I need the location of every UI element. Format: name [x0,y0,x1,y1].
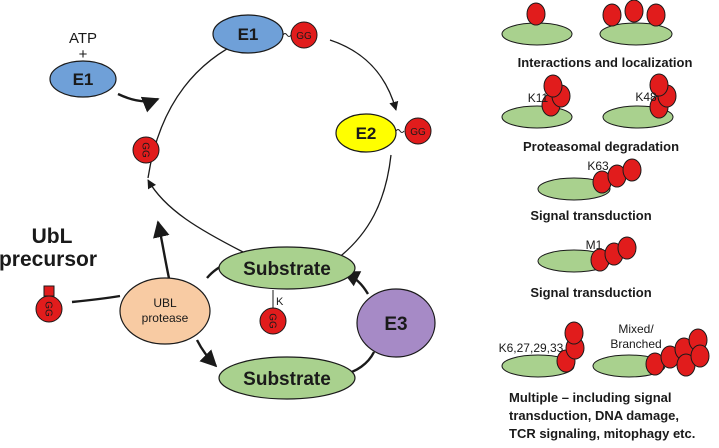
caption-multiple-line2: transduction, DNA damage, [509,408,679,423]
ubl-mono [526,2,546,26]
substrate-mono [501,22,573,46]
precursor-label-line2: precursor [0,248,97,271]
substrate-bottom-label: Substrate [243,369,331,390]
linkage-k48: K48 [635,90,657,104]
ubl-k48-3 [649,73,669,97]
substrate-k11 [501,105,573,129]
arrow-e1-to-e2 [329,39,399,111]
linkage-mixed-line1: Mixed/ [618,322,654,336]
conjugation-cycle: ATP + E1 E1 GG E2 GG GG Substrate K GG S… [0,14,436,400]
precursor-ubl-label: GG [43,301,54,317]
e1-label: E1 [238,25,259,44]
e3-node [356,288,436,358]
caption-signal-1: Signal transduction [530,208,651,223]
chain-row-m1: M1 Signal transduction [530,236,652,300]
ubl-m1-3 [617,236,637,260]
ubl-atyp-3 [564,321,584,345]
e2-thioester-bond [395,129,405,133]
e2-node [335,113,397,153]
ubl-k63-3 [622,158,642,182]
ubl-mixed-6 [690,344,710,368]
chain-row-k63: K63 Signal transduction [530,158,652,223]
free-ubl [132,136,160,164]
e2-ubl [404,117,432,145]
linkage-atypical: K6,27,29,33 [499,341,564,355]
linkage-k11: K11 [528,91,549,105]
e1-node [212,14,284,54]
ubl-multi-3 [646,3,666,27]
chain-row-atypical: K6,27,29,33 Mixed/ Branched Multiple – i… [499,321,710,441]
linkage-mixed-line2: Branched [610,337,661,351]
e1-ubl [290,21,318,49]
substrate-top-label: Substrate [243,259,331,280]
chain-row-degradation: K11 K48 Proteasomal degradation [501,73,679,154]
free-ubl-label: GG [140,142,151,158]
substrate-bottom-node [218,356,356,400]
arrow-to-free-ubl [147,179,244,253]
linkage-m1: M1 [586,238,603,252]
ubl-k11-3 [543,74,563,98]
caption-multiple-line1: Multiple – including signal [509,390,672,405]
chain-row-monoubiquitination: Interactions and localization [501,0,693,70]
substrate-multi-mono [599,22,673,46]
caption-multiple-line3: TCR signaling, mitophagy etc. [509,426,695,441]
plus-label: + [79,46,88,63]
e1-thioester-bond [282,33,292,37]
substrate-top-node [218,246,356,290]
arrow-protease-to-cycle [153,220,172,284]
caption-interactions: Interactions and localization [518,55,693,70]
arrow-activation [117,92,160,113]
attached-ubl-label: GG [267,313,278,329]
precursor-tail [43,285,55,297]
chain-type-panel: Interactions and localization K11 K48 Pr… [499,0,710,441]
ubl-multi-1 [602,3,622,27]
protease-label-line1: UBL [153,296,177,310]
ubl-multi-2 [624,0,644,23]
line-precursor-to-protease [71,294,121,304]
protease-label-line2: protease [142,311,189,325]
linkage-k63: K63 [587,159,609,173]
e1-free-label: E1 [73,70,94,89]
caption-signal-2: Signal transduction [530,285,651,300]
precursor-label-line1: UbL [32,225,73,248]
e1-free-node [49,60,117,98]
arrow-ubl-to-e1 [147,39,245,179]
substrate-k63 [537,177,611,201]
e1-ubl-label: GG [296,31,312,42]
arrow-protease-to-substrate-bottom [195,339,218,368]
lysine-label: K [276,296,284,308]
ubl-protease-node [119,277,211,345]
arrow-e2-to-substrate [332,154,392,263]
e3-label: E3 [384,314,407,335]
precursor-ubl [35,295,63,323]
atp-label: ATP [69,30,97,47]
attached-ubl [259,307,287,335]
caption-proteasomal: Proteasomal degradation [523,139,679,154]
e2-label: E2 [356,124,377,143]
e2-ubl-label: GG [410,127,426,138]
